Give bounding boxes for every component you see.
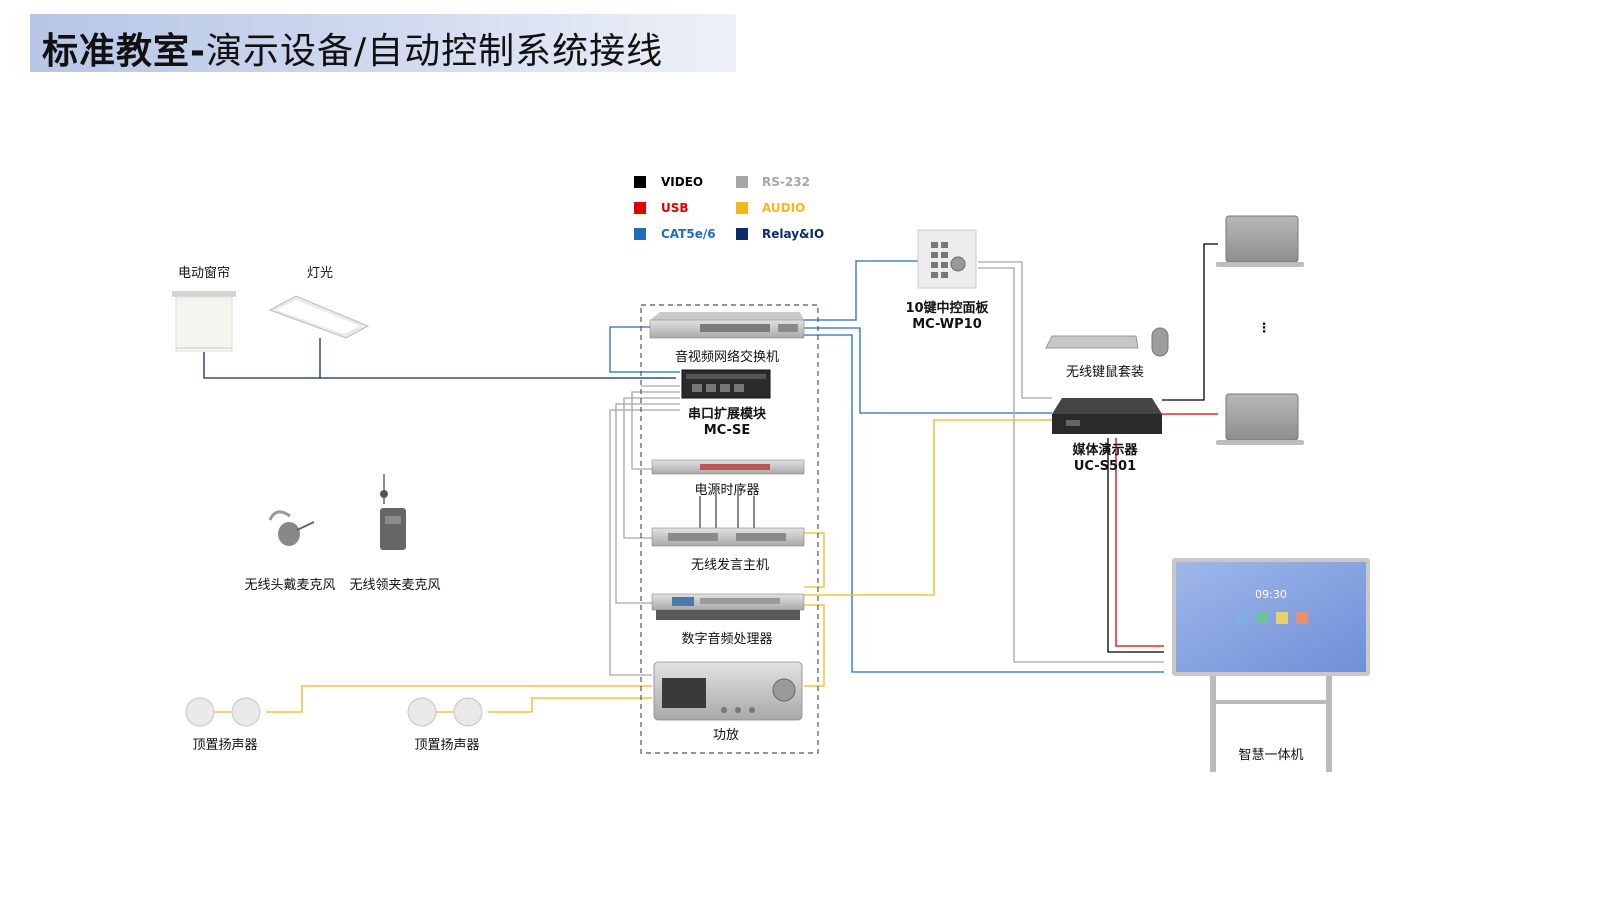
legend: VIDEO RS-232 USB AUDIO CAT5e/6 Relay&IO — [634, 175, 824, 241]
legend-label-relay: Relay&IO — [762, 227, 824, 241]
light-fixture — [268, 295, 370, 339]
legend-swatch-video — [634, 176, 646, 188]
panel-name: 10键中控面板 — [905, 300, 989, 316]
equipment-rack — [640, 304, 819, 754]
title-sub: 演示设备/自动控制系统接线 — [205, 31, 664, 72]
lapel-mic — [380, 474, 406, 550]
power-sequencer — [651, 459, 805, 475]
wire-audio-presenter-dsp — [804, 419, 1052, 596]
legend-swatch-rs232 — [736, 176, 748, 188]
media-presenter — [1052, 398, 1162, 434]
ceiling-speakers-1 — [185, 697, 261, 727]
legend-item-video: VIDEO — [634, 175, 703, 189]
legend-item-rs232: RS-232 — [736, 175, 810, 189]
legend-swatch-cat5 — [634, 228, 646, 240]
wire-rs232-panel-display — [978, 267, 1164, 663]
keyboard-label: 无线键鼠套装 — [1066, 364, 1144, 380]
amplifier — [653, 661, 803, 721]
serial-module-name: 串口扩展模块 — [688, 406, 767, 422]
amplifier-label: 功放 — [713, 728, 739, 743]
wire-audio-dsp-amp — [804, 604, 825, 687]
wire-cat5-switch-display — [802, 334, 1164, 673]
title-banner: 标准教室-演示设备/自动控制系统接线 — [30, 14, 736, 72]
legend-label-usb: USB — [661, 201, 689, 215]
wire-audio-amp-speaker-2 — [488, 697, 652, 713]
headset-mic — [268, 510, 315, 546]
page-title: 标准教室-演示设备/自动控制系统接线 — [42, 22, 663, 74]
presenter-name: 媒体演示器 — [1072, 442, 1138, 458]
wireless-host — [651, 486, 805, 547]
legend-swatch-audio — [736, 202, 748, 214]
wire-rs232-panel-presenter — [978, 261, 1052, 399]
wire-cat5-switch-panel — [802, 260, 918, 321]
legend-item-usb: USB — [634, 201, 689, 215]
legend-label-cat5: CAT5e/6 — [661, 227, 716, 241]
title-main: 标准教室 — [42, 31, 191, 72]
wire-audio-amp-speaker-1 — [266, 685, 652, 713]
headset-mic-label: 无线头戴麦克风 — [244, 578, 335, 593]
wire-cat5-switch-presenter — [802, 327, 1052, 414]
ceiling-speakers-2 — [407, 697, 483, 727]
serial-module-model: MC-SE — [704, 423, 750, 438]
wire-video-presenter-laptop — [1162, 243, 1218, 401]
panel-model: MC-WP10 — [912, 317, 982, 332]
display-time: 09:30 — [1255, 588, 1287, 601]
wireless-host-label: 无线发言主机 — [691, 557, 769, 573]
network-switch — [649, 312, 805, 339]
wire-usb-presenter-display — [1115, 438, 1164, 647]
wire-video-presenter-display — [1107, 438, 1164, 653]
laptop-bottom — [1216, 393, 1304, 445]
light-label: 灯光 — [307, 266, 333, 281]
curtain — [172, 291, 236, 352]
wires — [203, 243, 1218, 713]
laptop-ellipsis: ⋮ — [1258, 321, 1271, 336]
speaker-1-label: 顶置扬声器 — [192, 738, 257, 753]
legend-item-cat5: CAT5e/6 — [634, 227, 716, 241]
legend-label-video: VIDEO — [661, 175, 703, 189]
lapel-mic-label: 无线领夹麦克风 — [349, 578, 440, 593]
display-label: 智慧一体机 — [1238, 747, 1303, 763]
dsp-processor — [651, 593, 805, 620]
laptop-top — [1216, 215, 1304, 267]
title-separator: - — [190, 31, 206, 72]
wire-rs232-wireless — [623, 397, 680, 539]
wire-relay-curtain — [203, 352, 676, 379]
legend-swatch-usb — [634, 202, 646, 214]
wire-rs232-sequencer — [631, 391, 680, 470]
legend-label-rs232: RS-232 — [762, 175, 810, 189]
dsp-label: 数字音频处理器 — [681, 631, 772, 647]
legend-label-audio: AUDIO — [762, 201, 805, 215]
wire-cat5-left-loop — [609, 326, 680, 373]
power-sequencer-label: 电源时序器 — [694, 483, 759, 498]
switch-label: 音视频网络交换机 — [675, 349, 779, 365]
speaker-2-label: 顶置扬声器 — [414, 738, 479, 753]
legend-item-relay: Relay&IO — [736, 227, 824, 241]
smart-display — [1172, 558, 1370, 772]
control-panel — [917, 229, 977, 289]
serial-module — [681, 369, 771, 399]
keyboard-mouse — [1045, 327, 1169, 357]
legend-swatch-relay — [736, 228, 748, 240]
wire-rs232-dsp — [615, 403, 680, 604]
legend-item-audio: AUDIO — [736, 201, 805, 215]
presenter-model: UC-S501 — [1074, 459, 1136, 474]
wire-rs232-amplifier — [609, 409, 680, 676]
curtain-label: 电动窗帘 — [178, 265, 230, 281]
wire-audio-wireless-dsp — [804, 532, 825, 588]
